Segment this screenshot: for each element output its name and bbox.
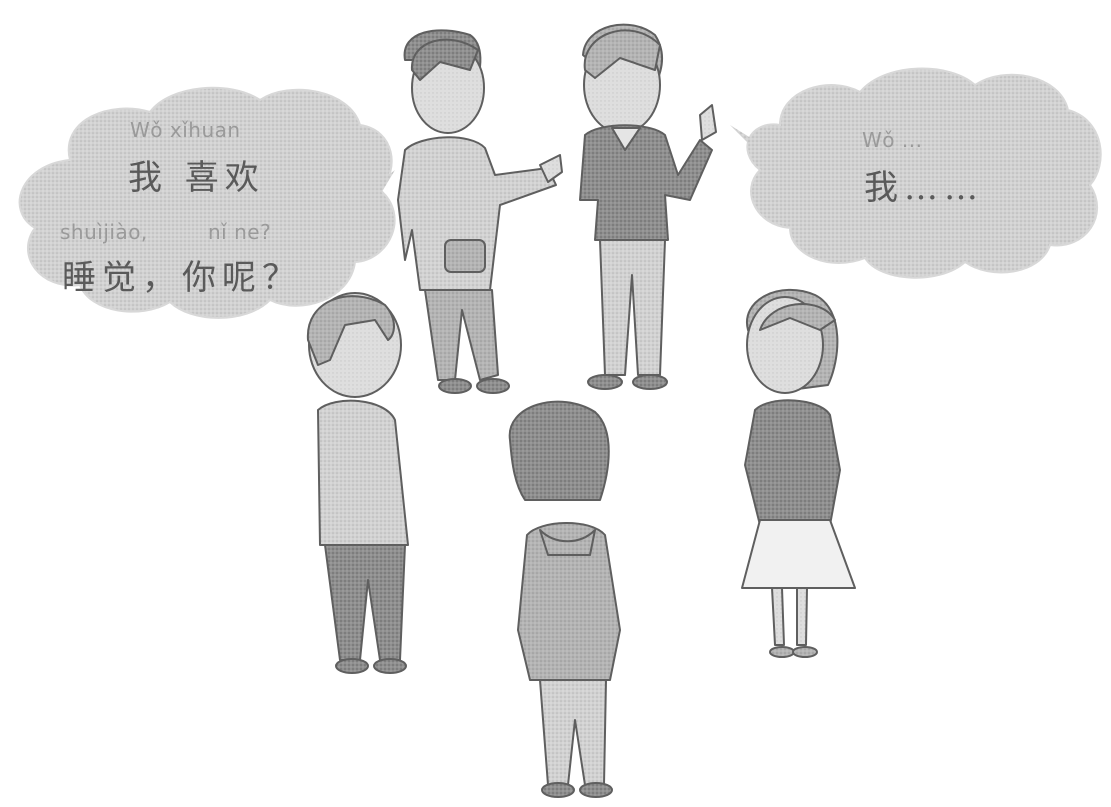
boy-back-view-figure: [508, 400, 621, 798]
left-bubble-pinyin-line2b: nǐ ne?: [208, 220, 272, 244]
right-bubble-pinyin-line1: Wǒ ...: [862, 128, 923, 152]
boy-profile-figure: [306, 292, 409, 674]
left-bubble-hanzi-line2: 睡觉，你呢？: [62, 258, 302, 298]
right-bubble-hanzi-line1: 我……: [864, 168, 984, 208]
left-bubble-hanzi-line1: 我 喜欢: [128, 158, 265, 198]
speech-bubble-right: [730, 67, 1102, 279]
girl-skirt-figure: [741, 289, 856, 658]
left-bubble-pinyin-line2a: shuìjiào,: [60, 220, 148, 244]
speech-bubble-left: [18, 86, 396, 319]
boy-hoodie-figure: [397, 29, 563, 394]
left-bubble-pinyin-line1: Wǒ xǐhuan: [130, 118, 241, 142]
boy-sweater-figure: [579, 23, 717, 390]
